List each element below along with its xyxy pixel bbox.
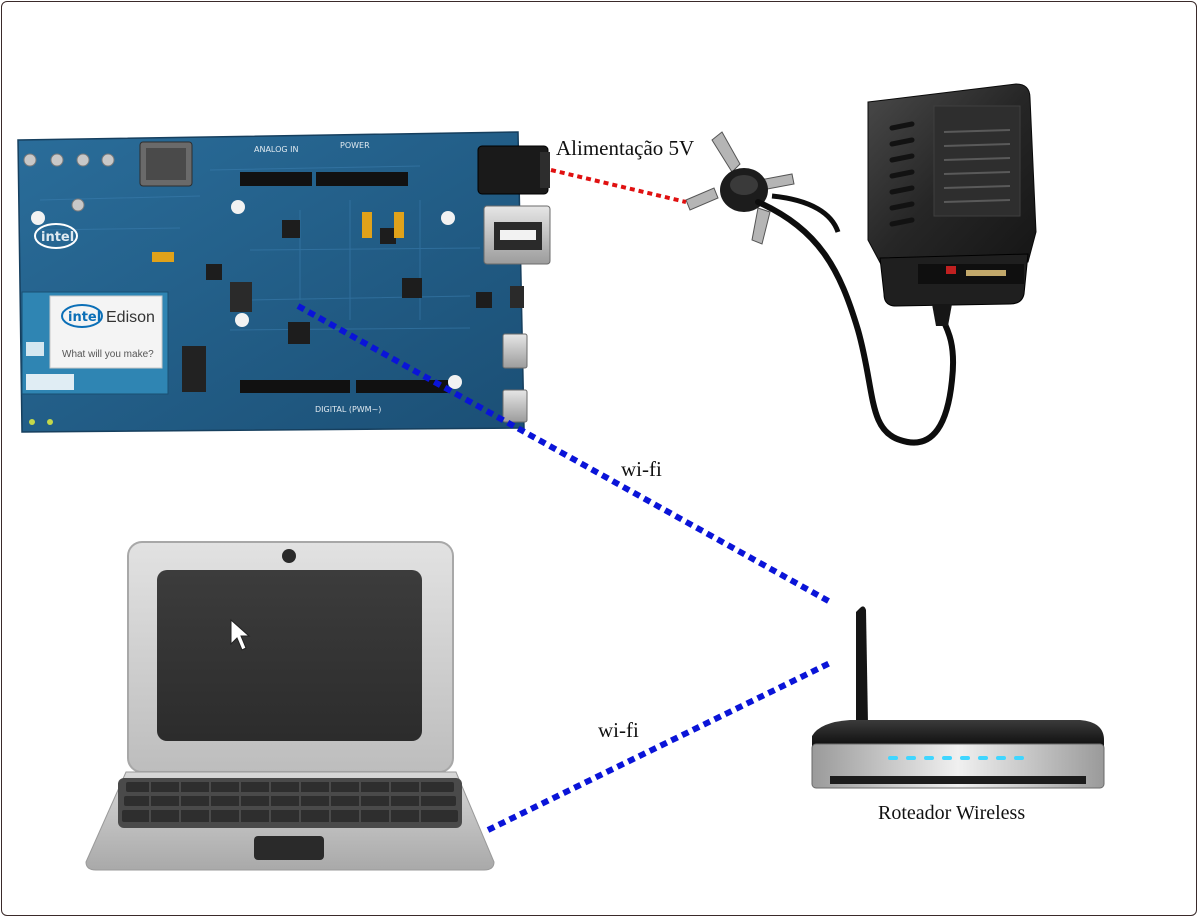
router-label: Roteador Wireless (878, 802, 1026, 824)
edison-module: intel Edison What will you make? (21, 291, 169, 395)
module-brand: intel (68, 310, 101, 325)
board-brand: intel (41, 230, 74, 245)
edison-board: intel ANALOG IN POWER DIGITAL (PWM~) (17, 131, 551, 433)
silk-analog-in: ANALOG IN (254, 145, 299, 154)
router-leds (888, 756, 1024, 760)
mouse-cursor-icon (230, 618, 251, 651)
wifi-line-board-router (296, 303, 834, 606)
plug-tips (685, 131, 795, 245)
power-adapter (685, 83, 1037, 446)
laptop (85, 541, 495, 871)
wifi-line-laptop-router (486, 659, 834, 833)
silk-power: POWER (340, 141, 370, 150)
power-label: Alimentação 5V (556, 136, 695, 160)
module-name: Edison (106, 309, 155, 326)
wifi-label-laptop: wi-fi (598, 718, 639, 742)
wifi-label-board: wi-fi (621, 457, 662, 481)
trackpad (254, 836, 324, 860)
silk-digital: DIGITAL (PWM~) (315, 405, 381, 414)
router-antenna (856, 606, 868, 724)
module-tagline: What will you make? (62, 349, 154, 360)
power-connection-line (550, 168, 687, 204)
wireless-router (811, 606, 1105, 789)
keyboard (122, 782, 458, 822)
